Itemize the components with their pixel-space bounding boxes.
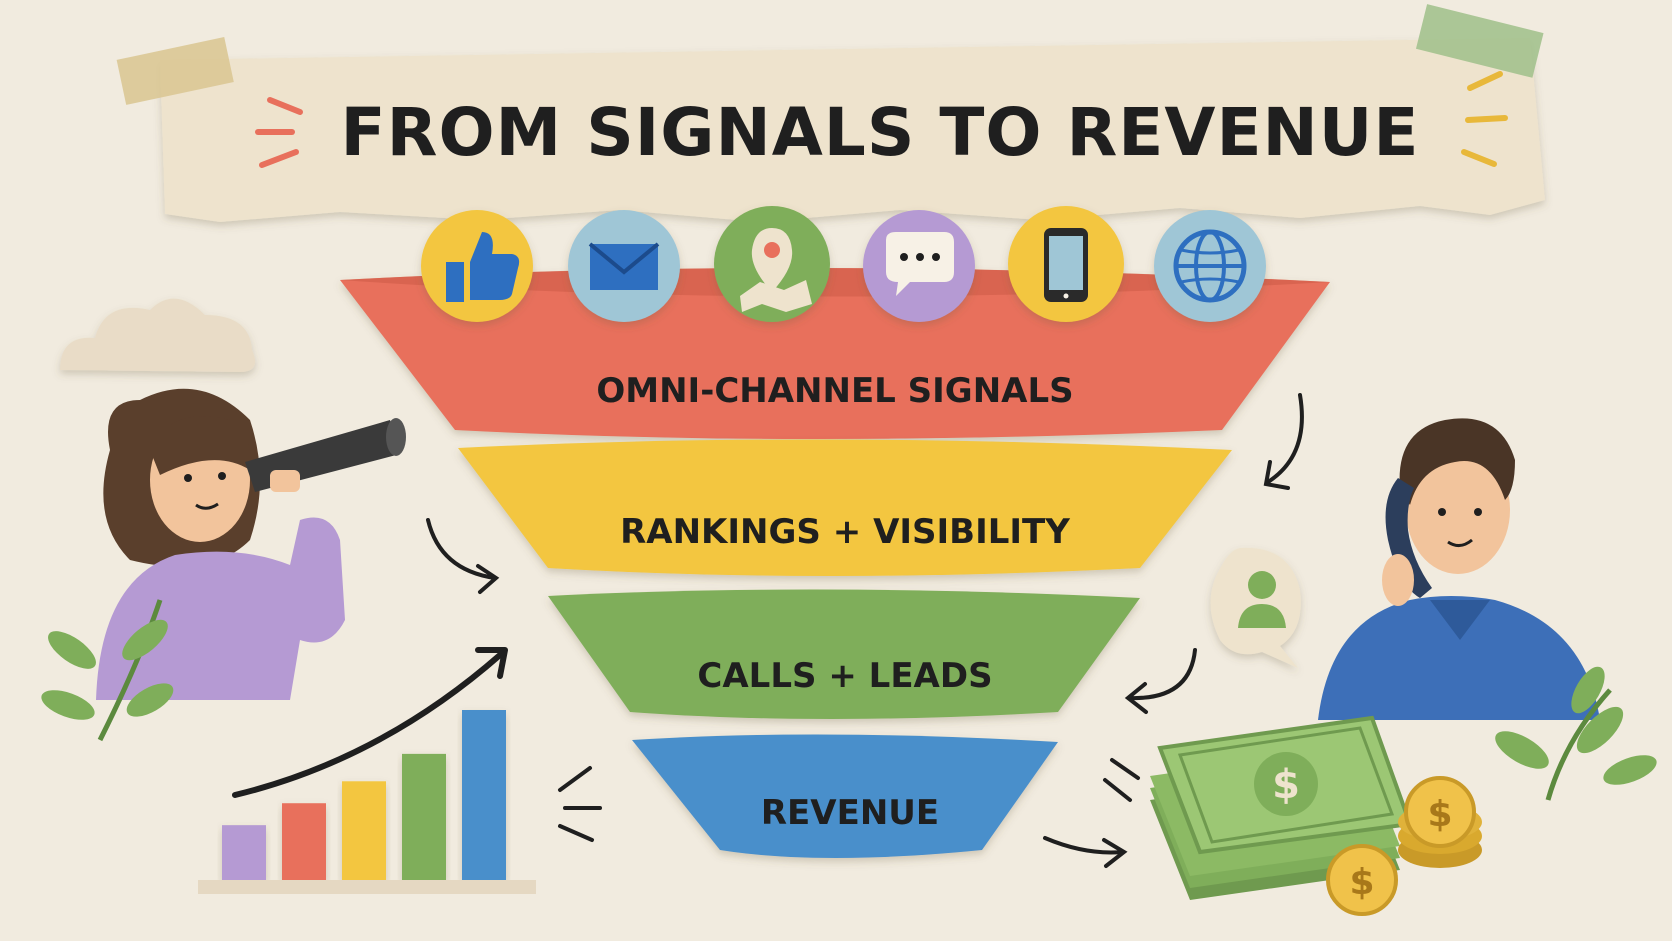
funnel: OMNI-CHANNEL SIGNALS xyxy=(340,206,1330,858)
cash-stack-illustration: $ $ $ xyxy=(1150,715,1482,916)
map-pin-icon xyxy=(714,206,830,322)
motion-lines-right xyxy=(1103,758,1140,802)
growth-bar-chart xyxy=(198,710,536,894)
funnel-stage-calls: CALLS + LEADS xyxy=(548,589,1140,719)
thumbs-up-icon xyxy=(421,210,533,322)
funnel-label-2: RANKINGS + VISIBILITY xyxy=(620,512,1070,552)
phone-handset-icon xyxy=(1382,478,1432,606)
title-banner: FROM SIGNALS TO REVENUE xyxy=(116,4,1545,222)
leaf-sprig-left xyxy=(41,599,174,742)
cloud-icon xyxy=(60,298,256,372)
sparkle-left xyxy=(255,97,303,168)
coin-stack-icon: $ $ xyxy=(1326,776,1482,916)
motion-lines-left xyxy=(558,766,602,842)
woman-with-telescope-illustration xyxy=(96,388,406,700)
curved-arrow-left xyxy=(426,518,500,594)
curved-arrow-right-top xyxy=(1263,393,1304,490)
trend-arrow-icon xyxy=(232,647,508,798)
svg-text:$: $ xyxy=(1349,862,1374,903)
leaf-sprig-right xyxy=(1495,666,1657,801)
svg-text:$: $ xyxy=(1427,794,1452,835)
funnel-stage-revenue: REVENUE xyxy=(632,734,1058,858)
telescope-icon xyxy=(245,418,406,492)
envelope-icon xyxy=(568,210,680,322)
funnel-stage-rankings: RANKINGS + VISIBILITY xyxy=(458,439,1232,576)
channel-icons xyxy=(421,206,1266,322)
dollar-sign-icon: $ xyxy=(1272,762,1300,808)
chart-bar-2 xyxy=(282,803,326,880)
page-title: FROM SIGNALS TO REVENUE xyxy=(341,94,1420,171)
chart-bar-4 xyxy=(402,753,446,880)
chart-bar-5 xyxy=(462,710,506,880)
curved-arrow-bottom xyxy=(1043,836,1128,868)
funnel-label-4: REVENUE xyxy=(761,793,939,833)
person-icon xyxy=(1238,571,1286,628)
tape-right xyxy=(1415,4,1544,78)
globe-icon xyxy=(1154,210,1266,322)
flow-arrows xyxy=(426,393,1304,868)
smartphone-icon xyxy=(1008,206,1124,322)
funnel-label-3: CALLS + LEADS xyxy=(697,656,992,696)
man-on-phone-illustration xyxy=(1318,418,1600,720)
funnel-label-1: OMNI-CHANNEL SIGNALS xyxy=(596,371,1073,411)
chart-bar-3 xyxy=(342,781,386,880)
tape-left xyxy=(116,37,234,105)
sparkle-right xyxy=(1461,71,1508,167)
chart-bar-1 xyxy=(222,825,266,880)
curved-arrow-right-mid xyxy=(1124,648,1197,714)
bar-chart-base xyxy=(198,880,536,894)
contact-speech-bubble xyxy=(1210,547,1301,668)
chat-bubble-icon xyxy=(863,210,975,322)
